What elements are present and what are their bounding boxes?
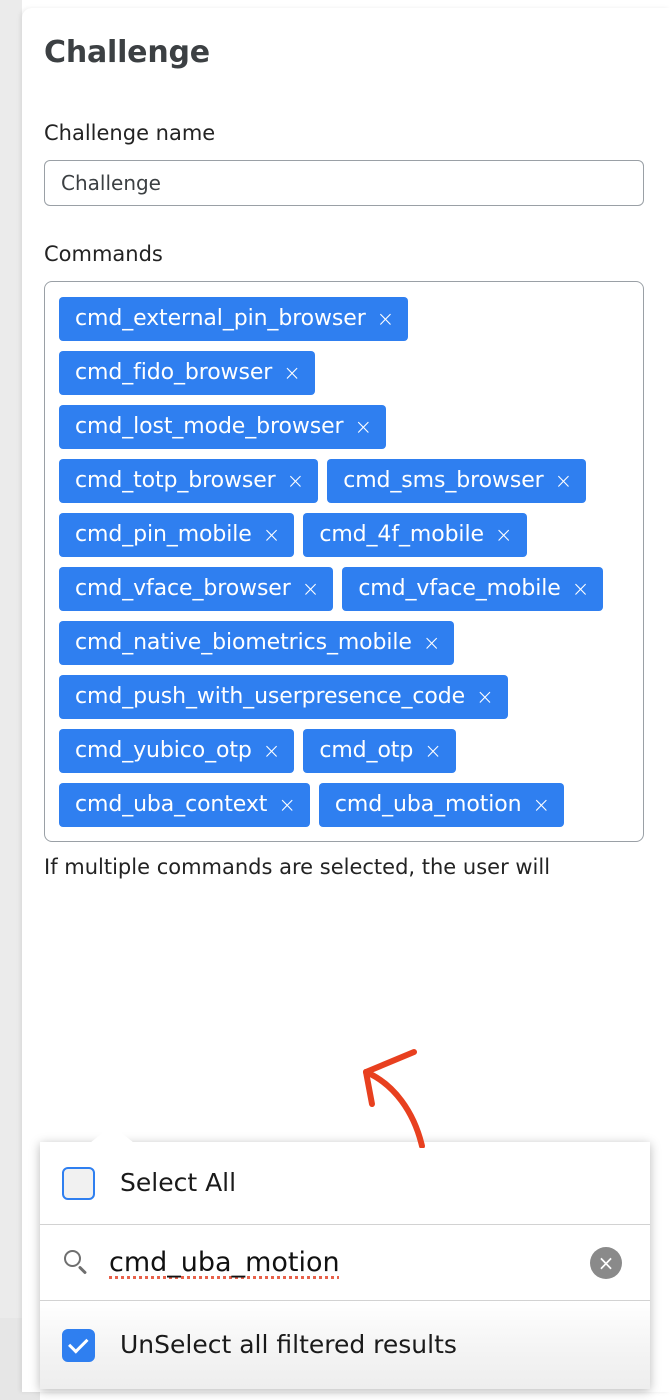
search-icon <box>64 1249 90 1276</box>
command-chip-remove-icon[interactable]: × <box>554 468 573 493</box>
command-chip[interactable]: cmd_uba_context × <box>59 783 310 828</box>
command-chip-remove-icon[interactable]: × <box>262 738 281 763</box>
command-chip[interactable]: cmd_uba_motion × <box>318 783 565 828</box>
command-chip[interactable]: cmd_otp × <box>303 729 456 774</box>
command-chip-label: cmd_yubico_otp <box>75 738 252 764</box>
unselect-all-label: UnSelect all filtered results <box>120 1330 457 1360</box>
command-chip-remove-icon[interactable]: × <box>424 738 442 763</box>
command-chip[interactable]: cmd_pin_mobile × <box>59 513 295 558</box>
dropdown-item-unselect-all[interactable]: UnSelect all filtered results <box>40 1301 650 1389</box>
command-chip[interactable]: cmd_vface_mobile × <box>342 567 604 612</box>
command-chip-remove-icon[interactable]: × <box>301 576 320 601</box>
clear-search-icon[interactable]: × <box>590 1246 622 1279</box>
command-chip[interactable]: cmd_external_pin_browser × <box>59 297 409 342</box>
command-chip[interactable]: cmd_fido_browser × <box>59 351 315 396</box>
command-chip[interactable]: cmd_push_with_userpresence_code × <box>59 675 508 720</box>
command-chip-label: cmd_otp <box>319 738 414 764</box>
command-chip-label: cmd_vface_browser <box>75 576 291 602</box>
commands-label: Commands <box>44 242 163 267</box>
command-chip-label: cmd_external_pin_browser <box>75 306 366 332</box>
command-chip-label: cmd_sms_browser <box>343 468 544 494</box>
command-chip-remove-icon[interactable]: × <box>286 468 305 493</box>
unselect-all-checkbox[interactable] <box>62 1328 95 1362</box>
command-chip-label: cmd_totp_browser <box>75 468 276 494</box>
page-title: Challenge <box>44 35 210 70</box>
dropdown-item-select-all[interactable]: Select All <box>40 1142 650 1224</box>
command-chip-label: cmd_uba_context <box>75 792 268 818</box>
command-chip-remove-icon[interactable]: × <box>476 684 494 709</box>
page-left-gutter <box>0 0 22 1400</box>
command-chip[interactable]: cmd_native_biometrics_mobile × <box>59 621 455 666</box>
command-chip-label: cmd_pin_mobile <box>75 522 252 548</box>
command-chip-remove-icon[interactable]: × <box>278 792 296 817</box>
command-chip-label: cmd_push_with_userpresence_code <box>75 684 466 710</box>
command-chip-label: cmd_uba_motion <box>334 792 522 818</box>
command-chip-remove-icon[interactable]: × <box>354 414 373 439</box>
select-all-label: Select All <box>120 1168 237 1198</box>
commands-dropdown-panel[interactable]: Select All cmd_uba_motion × UnSelect all… <box>40 1125 650 1389</box>
command-chip[interactable]: cmd_totp_browser × <box>59 459 319 504</box>
command-chip-remove-icon[interactable]: × <box>494 522 513 547</box>
command-chip-label: cmd_fido_browser <box>75 360 273 386</box>
commands-chip-list: cmd_external_pin_browser×cmd_fido_browse… <box>59 297 629 828</box>
select-all-checkbox[interactable] <box>62 1166 95 1200</box>
challenge-name-input[interactable] <box>44 160 644 207</box>
commands-helper-text: If multiple commands are selected, the u… <box>44 855 551 880</box>
command-chip-remove-icon[interactable]: × <box>376 306 395 331</box>
command-chip[interactable]: cmd_vface_browser × <box>59 567 334 612</box>
command-chip[interactable]: cmd_lost_mode_browser × <box>59 405 387 450</box>
command-chip-remove-icon[interactable]: × <box>283 360 301 385</box>
command-chip-remove-icon[interactable]: × <box>532 792 551 817</box>
command-chip-label: cmd_lost_mode_browser <box>75 414 344 440</box>
command-chip-label: cmd_4f_mobile <box>319 522 484 548</box>
command-chip-remove-icon[interactable]: × <box>422 630 441 655</box>
spacer <box>44 206 648 242</box>
dropdown-search-input[interactable]: cmd_uba_motion <box>109 1246 340 1278</box>
command-chip-label: cmd_vface_mobile <box>358 576 561 602</box>
command-chip[interactable]: cmd_4f_mobile × <box>303 513 527 558</box>
command-chip-remove-icon[interactable]: × <box>262 522 281 547</box>
dropdown-search-row[interactable]: cmd_uba_motion × <box>40 1224 650 1301</box>
command-chip[interactable]: cmd_yubico_otp × <box>59 729 295 774</box>
commands-chips-box[interactable]: cmd_external_pin_browser×cmd_fido_browse… <box>44 281 644 843</box>
command-chip-label: cmd_native_biometrics_mobile <box>75 630 412 656</box>
command-chip-remove-icon[interactable]: × <box>571 576 590 601</box>
command-chip[interactable]: cmd_sms_browser × <box>327 459 587 504</box>
challenge-name-label: Challenge name <box>44 121 216 145</box>
dropdown-caret-icon <box>90 1125 134 1143</box>
